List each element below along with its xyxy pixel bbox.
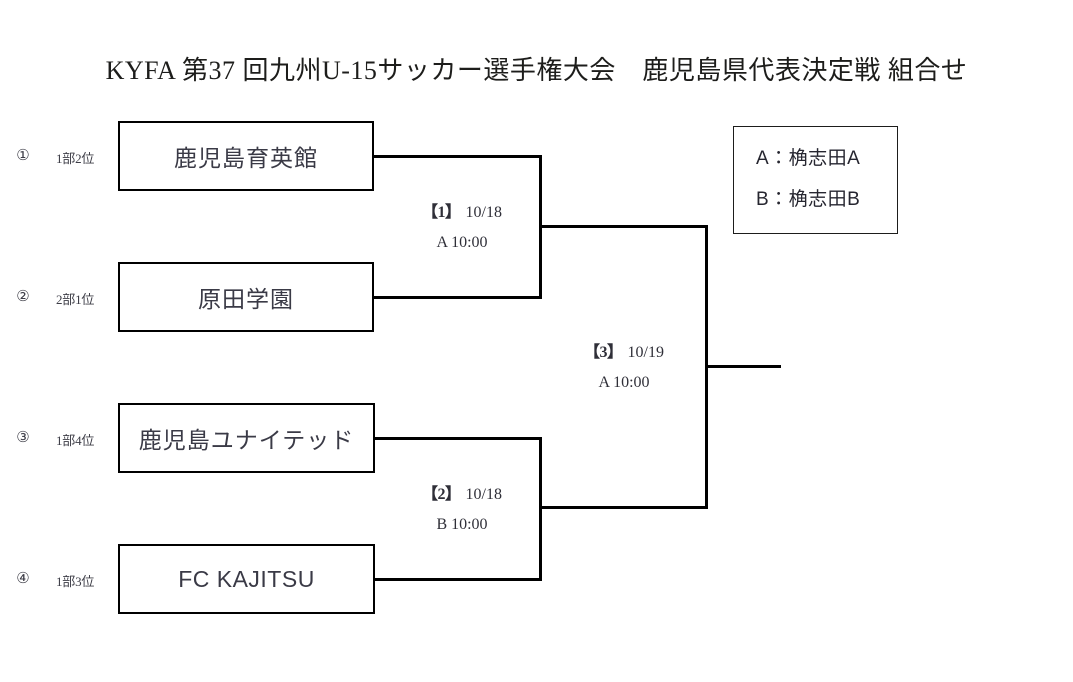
team-name-1: 鹿児島育英館 [174,146,318,171]
connector-match2-to-final [539,506,708,509]
venue-legend-row-a: A：桷志田A [756,148,861,169]
match-label-1: 【1】10/18 A 10:00 [386,198,538,252]
seed-rank-2: 2部1位 [56,292,95,307]
team-box-4[interactable]: FC KAJITSU [118,544,375,614]
seed-number-2: ② [16,289,30,305]
team-box-3[interactable]: 鹿児島ユナイテッド [118,403,375,473]
page-title: KYFA 第37 回九州U-15サッカー選手権大会 鹿児島県代表決定戦 組合せ [105,56,968,85]
match-3-tag: 【3】 [584,344,623,361]
connector-seed3-to-match2 [375,437,542,440]
team-name-2: 原田学園 [198,287,294,312]
team-name-4: FC KAJITSU [178,565,315,592]
team-box-1[interactable]: 鹿児島育英館 [118,121,374,191]
match-1-tag: 【1】 [422,204,461,221]
match-2-venue-time: B 10:00 [436,516,488,533]
match-3-venue-time: A 10:00 [598,374,650,391]
seed-number-1: ① [16,148,30,164]
seed-number-3: ③ [16,430,30,446]
team-name-3: 鹿児島ユナイテッド [138,428,355,453]
seed-rank-4: 1部3位 [56,574,95,589]
team-box-2[interactable]: 原田学園 [118,262,374,332]
seed-rank-3: 1部4位 [56,433,95,448]
seed-rank-1: 1部2位 [56,151,95,166]
connector-seed2-to-match1 [374,296,542,299]
match-1-date: 10/18 [465,204,502,221]
match-1-venue-time: A 10:00 [436,234,488,251]
match-3-date: 10/19 [627,344,664,361]
connector-match2-vertical [539,437,542,581]
connector-seed1-to-match1 [374,155,542,158]
match-2-date: 10/18 [465,486,502,503]
match-2-tag: 【2】 [422,486,461,503]
venue-legend: A：桷志田A B：桷志田B [733,126,898,234]
venue-legend-row-b: B：桷志田B [756,189,861,210]
match-label-2: 【2】10/18 B 10:00 [386,480,538,534]
match-label-3: 【3】10/19 A 10:00 [548,338,700,392]
seed-number-4: ④ [16,571,30,587]
connector-match1-to-final [539,225,708,228]
connector-seed4-to-match2 [375,578,542,581]
connector-final-to-champion [705,365,781,368]
